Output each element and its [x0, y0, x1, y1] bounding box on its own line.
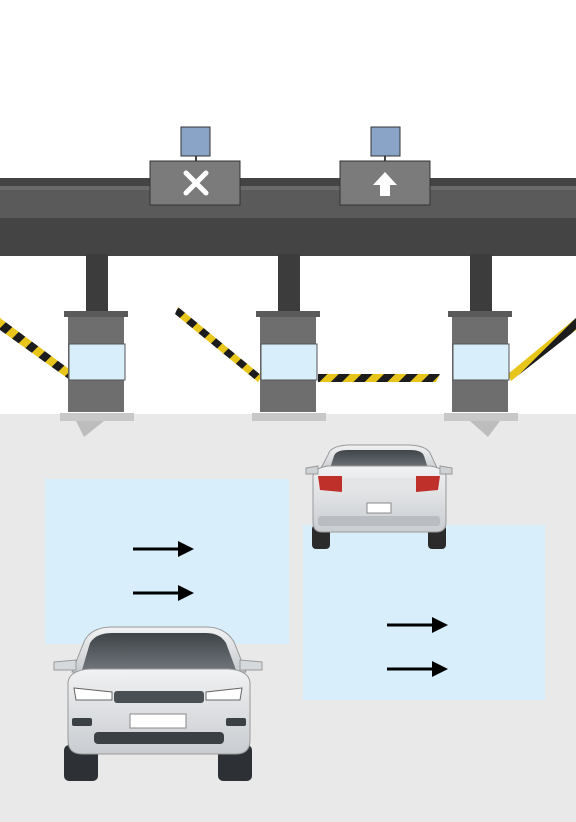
lane-zone-left [45, 479, 289, 644]
direction-arrow-icon [133, 585, 194, 601]
direction-arrow-icon [133, 541, 194, 557]
barrier-arm-right-edge [508, 318, 576, 381]
arrow-up-icon [373, 172, 397, 196]
gantry-beam [0, 178, 576, 256]
signal-light [180, 126, 211, 157]
toll-booth [444, 311, 518, 437]
lane-zone-right [303, 525, 545, 700]
toll-booth [60, 311, 134, 437]
support-pole [86, 254, 108, 320]
support-pole [470, 254, 492, 320]
booth-window [452, 343, 510, 381]
barrier-arm-left-edge [0, 318, 73, 380]
toll-booth [252, 311, 326, 421]
suv-front [53, 626, 263, 781]
signal-light [370, 126, 401, 157]
support-pole [278, 254, 300, 320]
sedan-rear [305, 444, 453, 549]
barrier-arm-lowered [318, 374, 440, 382]
direction-arrow-icon [387, 661, 448, 677]
booth-window [68, 343, 126, 381]
lane-sign-closed [149, 126, 241, 206]
barrier-arm-raised [175, 307, 262, 382]
x-icon [183, 170, 209, 196]
lane-sign-open [339, 126, 431, 206]
booth-window [260, 343, 318, 381]
direction-arrow-icon [387, 617, 448, 633]
